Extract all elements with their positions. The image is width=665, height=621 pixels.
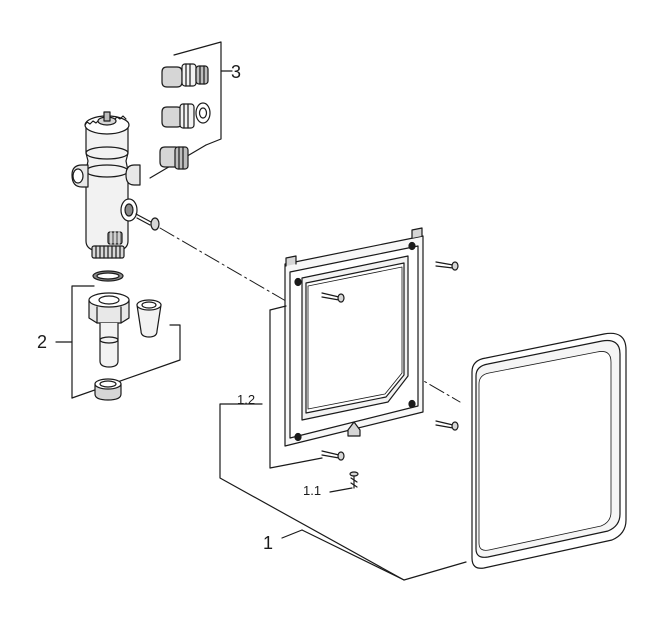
callout-part-3: 3 (231, 62, 242, 82)
fixing-screw-1-1 (349, 471, 359, 489)
o-ring (92, 270, 124, 282)
adapter-fitting-middle (161, 102, 211, 129)
nipple-ring (94, 378, 122, 401)
callout-part-1: 1 (263, 533, 274, 553)
adapter-fitting-top (161, 63, 209, 88)
group-2-bracket-lines (55, 285, 181, 399)
mounting-frame (284, 227, 424, 447)
adapter-fitting-bottom (159, 146, 189, 170)
frame-screw-top-left (321, 292, 345, 303)
flush-valve-body (71, 111, 141, 259)
frame-screw-bottom-left (321, 450, 345, 461)
cover-plate (471, 332, 627, 569)
union-nut-and-tailpiece (88, 292, 130, 368)
callout-part-1-2: 1.2 (237, 392, 256, 407)
callout-leader-lines (219, 305, 467, 581)
frame-screw-bottom-right (435, 420, 459, 431)
cone-seal (136, 299, 162, 338)
frame-screw-top-right (435, 261, 459, 271)
callout-part-1-1: 1.1 (303, 483, 322, 498)
callout-part-2: 2 (37, 332, 48, 352)
valve-adjustment-screw (120, 198, 160, 231)
